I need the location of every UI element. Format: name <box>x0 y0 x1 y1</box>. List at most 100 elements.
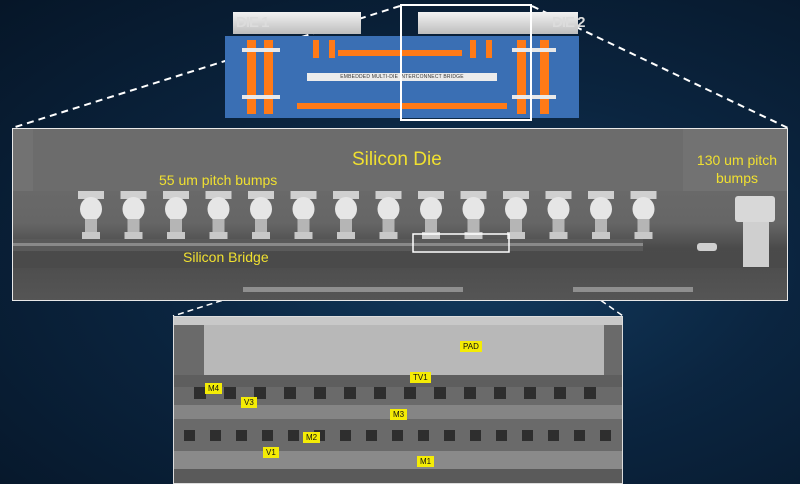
microbump <box>255 219 267 233</box>
microbump <box>120 191 147 199</box>
cross-section-image <box>13 129 787 292</box>
metal-via <box>494 387 506 399</box>
microbump <box>165 197 187 221</box>
layer-tag-v1: V1 <box>263 447 279 458</box>
via-column <box>313 40 319 58</box>
microbump <box>333 191 359 199</box>
die-1-label: DIE 1 <box>236 14 270 31</box>
microbump <box>467 219 480 233</box>
package-trace <box>242 48 280 52</box>
metal-via <box>254 387 266 399</box>
microbump <box>207 197 230 221</box>
metal-via <box>194 387 206 399</box>
microbump <box>337 232 355 239</box>
microbump <box>632 197 655 221</box>
microbump <box>80 197 102 221</box>
microbump <box>252 232 270 239</box>
metal-via <box>404 387 416 399</box>
layer-tag-tv1: TV1 <box>410 372 431 383</box>
microbump <box>335 197 357 221</box>
package-trace <box>512 95 556 99</box>
microbump <box>634 232 653 239</box>
microbump <box>590 197 612 221</box>
microbump <box>549 232 568 239</box>
microbump <box>637 219 650 233</box>
package-diagram: DIE 1 DIE 2 EMBEDDED MULTI-DIE INTERCONN… <box>0 0 800 124</box>
microbump <box>462 197 485 221</box>
microbump <box>588 191 614 199</box>
microbump <box>292 197 315 221</box>
microbump <box>382 219 395 233</box>
metal-via <box>418 430 429 441</box>
microbump <box>290 191 317 199</box>
metal-via <box>554 387 566 399</box>
microbump <box>545 191 572 199</box>
small-bumps-label: 55 um pitch bumps <box>159 172 278 188</box>
die-2 <box>418 12 578 34</box>
microbump <box>127 219 140 233</box>
microbump <box>85 219 97 233</box>
microbump <box>212 219 225 233</box>
metal-via <box>522 430 533 441</box>
metal-via <box>340 430 351 441</box>
microbump <box>124 232 143 239</box>
microbump <box>503 191 529 199</box>
microbump <box>418 191 444 199</box>
metal-via <box>444 430 455 441</box>
metal-stack-image <box>174 317 622 483</box>
die-2-label: DIE 2 <box>552 14 586 31</box>
metal-stack-panel: PAD TV1 M4 V3 M3 M2 V1 M1 <box>173 316 623 484</box>
die-1 <box>233 12 361 34</box>
microbump <box>510 219 522 233</box>
microbump <box>294 232 313 239</box>
layer-tag-m4: M4 <box>205 383 223 394</box>
microbump <box>167 232 185 239</box>
layer-tag-pad: PAD <box>460 341 482 352</box>
cross-section-panel: Silicon Die 55 um pitch bumps 130 um pit… <box>12 128 788 301</box>
microbump <box>297 219 310 233</box>
silicon-die-label: Silicon Die <box>352 149 442 170</box>
microbump <box>507 232 525 239</box>
microbump <box>595 219 607 233</box>
microbump <box>163 191 189 199</box>
layer-tag-m1: M1 <box>417 456 435 467</box>
microbump <box>547 197 570 221</box>
microbump <box>552 219 565 233</box>
metal-via <box>548 430 559 441</box>
metal-via <box>464 387 476 399</box>
microbump <box>464 232 483 239</box>
via-column <box>264 40 273 114</box>
microbump <box>205 191 232 199</box>
metal-via <box>210 430 221 441</box>
metal-via <box>496 430 507 441</box>
metal-via <box>434 387 446 399</box>
metal-via <box>574 430 585 441</box>
microbump <box>460 191 487 199</box>
microbump <box>375 191 402 199</box>
microbump <box>340 219 352 233</box>
metal-via <box>288 430 299 441</box>
layer-tag-m2: M2 <box>303 432 321 443</box>
metal-via <box>374 387 386 399</box>
metal-via <box>184 430 195 441</box>
metal-via <box>262 430 273 441</box>
microbump <box>78 191 104 199</box>
metal-via <box>314 387 326 399</box>
via-column <box>517 40 526 114</box>
microbump <box>420 197 442 221</box>
layer-tag-m3: M3 <box>390 409 408 420</box>
via-column <box>470 40 476 58</box>
metal-via <box>224 387 236 399</box>
metal-via <box>236 430 247 441</box>
metal-via <box>366 430 377 441</box>
package-trace <box>297 103 507 109</box>
metal-via <box>584 387 596 399</box>
microbump <box>377 197 400 221</box>
metal-via <box>470 430 481 441</box>
metal-via <box>392 430 403 441</box>
microbump <box>505 197 527 221</box>
microbump <box>82 232 100 239</box>
microbump <box>250 197 272 221</box>
metal-via <box>284 387 296 399</box>
layer-tag-v3: V3 <box>241 397 257 408</box>
